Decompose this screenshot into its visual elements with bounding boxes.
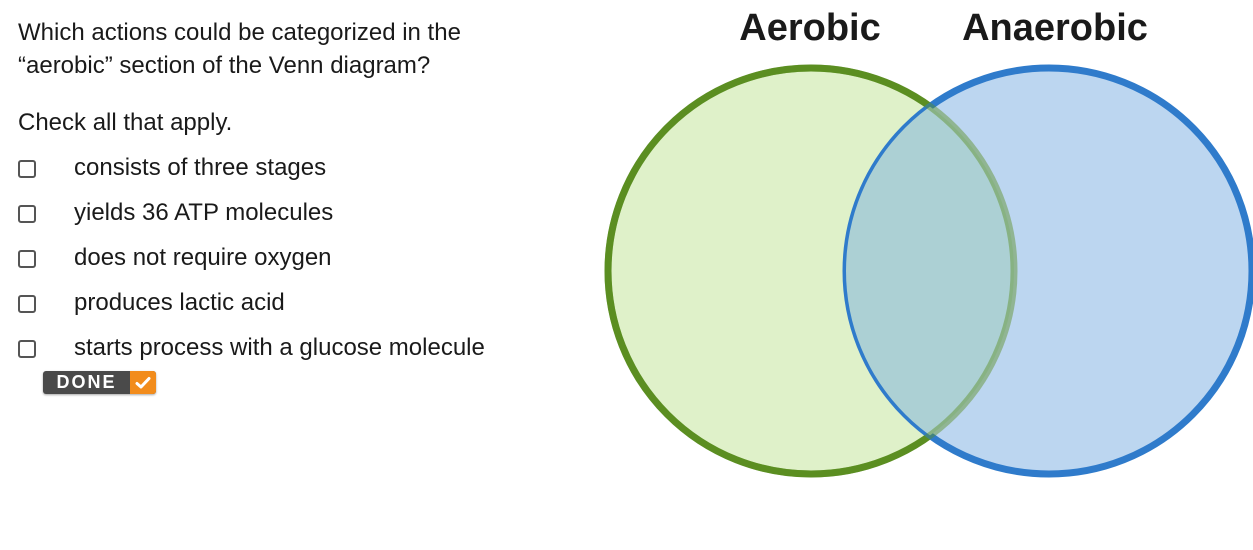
checkbox[interactable] <box>18 205 36 223</box>
answer-option-label: yields 36 ATP molecules <box>74 199 334 226</box>
answer-options-list: consists of three stages yields 36 ATP m… <box>18 151 485 376</box>
checkbox[interactable] <box>18 295 36 313</box>
venn-circle-aerobic-edge <box>604 64 1018 478</box>
answer-option[interactable]: does not require oxygen <box>18 241 485 286</box>
venn-overlap-region[interactable] <box>846 68 1252 474</box>
checkbox[interactable] <box>18 160 36 178</box>
answer-option[interactable]: produces lactic acid <box>18 286 485 331</box>
venn-label-aerobic: Aerobic <box>739 7 880 49</box>
venn-label-anaerobic: Anaerobic <box>962 7 1148 49</box>
answer-option[interactable]: yields 36 ATP molecules <box>18 196 485 241</box>
answer-option[interactable]: consists of three stages <box>18 151 485 196</box>
answer-option-label: produces lactic acid <box>74 289 285 316</box>
answer-option-label: starts process with a glucose molecule <box>74 334 485 361</box>
question-instruction: Check all that apply. <box>18 109 233 136</box>
answer-option-label: does not require oxygen <box>74 244 332 271</box>
checkmark-icon <box>130 371 156 394</box>
answer-option[interactable]: starts process with a glucose molecule <box>18 331 485 376</box>
checkbox[interactable] <box>18 340 36 358</box>
question-prompt: Which actions could be categorized in th… <box>18 19 461 79</box>
answer-option-label: consists of three stages <box>74 154 327 181</box>
done-button-label: DONE <box>56 372 117 392</box>
venn-diagram: Aerobic Anaerobic <box>604 7 1253 478</box>
done-button[interactable]: DONE <box>43 371 156 394</box>
checkbox[interactable] <box>18 250 36 268</box>
